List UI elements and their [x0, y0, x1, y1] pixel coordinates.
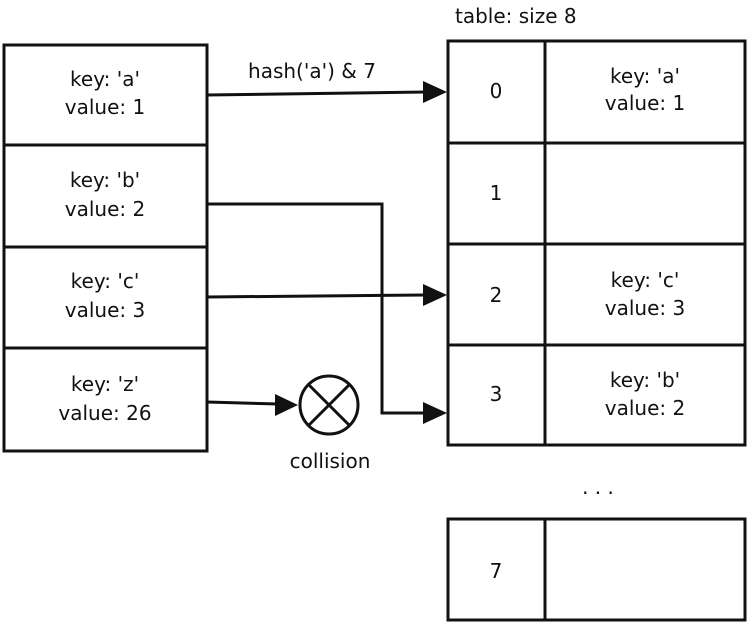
slot-index-cell [446, 343, 547, 447]
slot-index-cell [446, 517, 547, 622]
entry-value: value: 3 [65, 298, 145, 322]
arrow-z-to-collision [206, 394, 298, 416]
entry-box [2, 43, 209, 147]
slot-index: 1 [490, 181, 503, 205]
slot-entry-cell [543, 141, 747, 246]
slot-key: key: 'a' [610, 64, 680, 88]
entry-c: key: 'c' value: 3 [2, 245, 209, 350]
arrow-c-to-slot-2 [206, 284, 447, 306]
slot-value: value: 3 [605, 296, 685, 320]
entry-key: key: 'z' [71, 372, 139, 396]
entry-box [2, 245, 209, 350]
slot-index: 7 [490, 559, 503, 583]
arrow-b-to-slot-3 [207, 202, 447, 424]
arrow-a-to-slot-0 [206, 81, 447, 103]
slot-0: 0 key: 'a' value: 1 [446, 39, 747, 145]
slot-value: value: 1 [605, 91, 685, 115]
slot-1: 1 [446, 141, 747, 246]
slot-entry-cell [543, 39, 747, 145]
slot-entry-cell [543, 343, 747, 447]
hash-table: 0 key: 'a' value: 1 1 2 key: 'c' value: … [446, 39, 747, 622]
collision-label: collision [290, 449, 371, 473]
entry-z: key: 'z' value: 26 [2, 346, 209, 453]
collision-icon [298, 374, 360, 436]
slot-index: 2 [490, 283, 503, 307]
slot-key: key: 'c' [611, 268, 680, 292]
entry-value: value: 26 [58, 401, 151, 425]
entry-b: key: 'b' value: 2 [2, 143, 209, 249]
entry-a: key: 'a' value: 1 [2, 43, 209, 147]
slot-entry-cell [543, 517, 747, 622]
ellipsis: . . . [582, 475, 614, 499]
slot-index: 0 [490, 79, 503, 103]
arrows: hash('a') & 7 [206, 59, 447, 424]
slot-value: value: 2 [605, 396, 685, 420]
slot-index-cell [446, 242, 547, 347]
table-title: table: size 8 [455, 4, 577, 28]
entry-list: key: 'a' value: 1 key: 'b' value: 2 key:… [2, 43, 209, 453]
entry-key: key: 'c' [71, 269, 140, 293]
slot-index: 3 [490, 382, 503, 406]
entry-value: value: 2 [65, 197, 145, 221]
slot-key: key: 'b' [610, 368, 680, 392]
entry-box [2, 346, 209, 453]
slot-7: 7 [446, 517, 747, 622]
slot-3: 3 key: 'b' value: 2 [446, 343, 747, 447]
entry-key: key: 'b' [70, 168, 140, 192]
entry-value: value: 1 [65, 95, 145, 119]
hash-label: hash('a') & 7 [248, 59, 376, 83]
slot-entry-cell [543, 242, 747, 347]
entry-key: key: 'a' [70, 67, 140, 91]
slot-2: 2 key: 'c' value: 3 [446, 242, 747, 347]
entry-box [2, 143, 209, 249]
